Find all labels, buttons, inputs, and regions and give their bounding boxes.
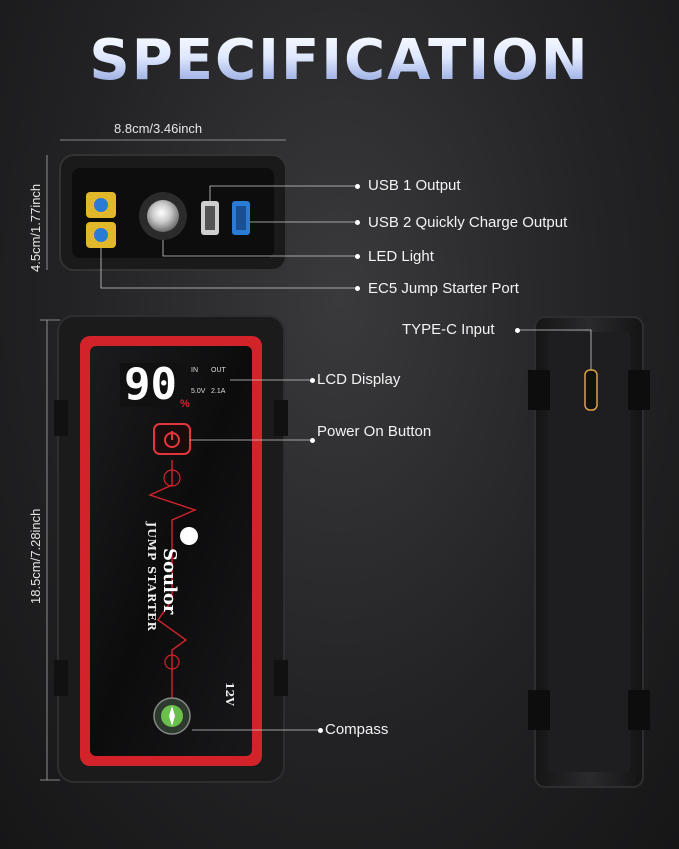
lcd-in-label: IN [191,367,198,374]
side-view-device [528,316,650,788]
callout-dot [355,220,360,225]
lcd-out-current: 2.1A [211,388,226,395]
lcd-in-voltage: 5.0V [191,388,206,395]
page-title: SPECIFICATION [0,28,679,93]
top-view-device [59,154,287,271]
callout-power: Power On Button [317,423,432,440]
lcd-screen: 90 [120,359,182,410]
callout-dot [355,254,360,259]
callout-dot [355,184,360,189]
callout-compass: Compass [325,721,389,738]
callout-ec5: EC5 Jump Starter Port [368,280,519,297]
voltage-label: 12V [223,682,236,706]
callout-dot [310,378,315,383]
callout-usb1: USB 1 Output [368,177,461,194]
callout-dot [515,328,520,333]
callout-dot [355,286,360,291]
callout-dot [310,438,315,443]
brand-logo-text: Soulor [159,548,180,615]
callout-typec: TYPE-C Input [402,321,495,338]
callout-lcd: LCD Display [317,371,401,388]
lcd-out-label: OUT [211,367,226,374]
product-subtitle: JUMP STARTER [145,522,158,632]
lcd-value: 90 [124,359,177,410]
callout-dot [318,728,323,733]
top-width-dimension: 8.8cm/3.46inch [114,121,203,136]
lcd-percent: % [180,398,190,410]
callout-usb2: USB 2 Quickly Charge Output [368,214,568,231]
callout-led: LED Light [368,248,434,265]
front-view-device [54,315,288,783]
